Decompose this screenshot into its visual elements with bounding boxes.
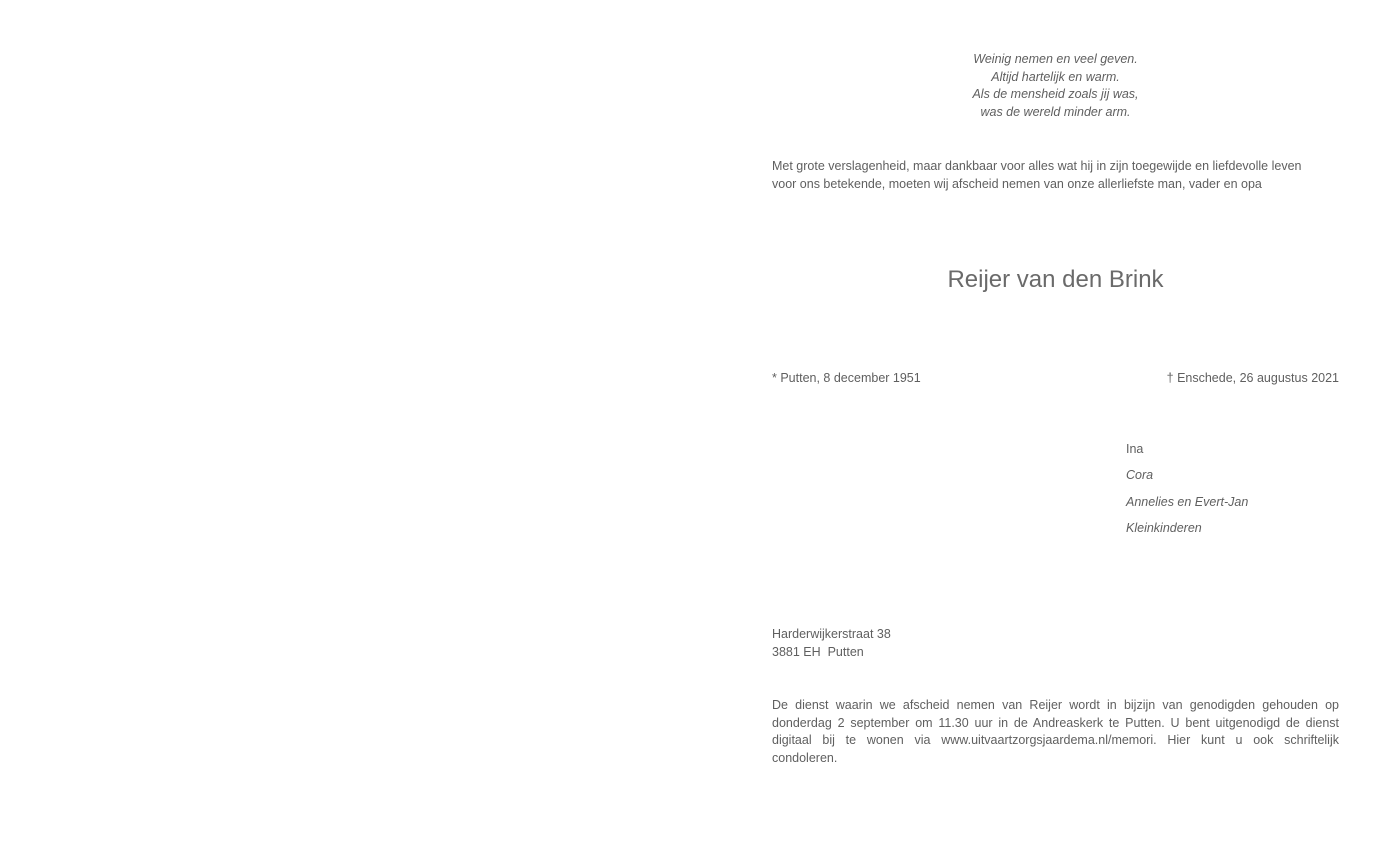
service-info: De dienst waarin we afscheid nemen van R… [772,697,1339,767]
poem-line: Altijd hartelijk en warm. [991,69,1120,84]
family-member: Kleinkinderen [1126,520,1202,535]
family-member: Ina [1126,442,1144,456]
intro-line: voor ons betekende, moeten wij afscheid … [772,176,1262,191]
service-line: condoleren. [772,750,838,765]
poem-line: Als de mensheid zoals jij was, [972,87,1139,102]
correspondence-address: Harderwijkerstraat 38 3881 EH Putten [772,625,891,661]
address-postal-city: 3881 EH Putten [772,645,864,659]
family-member: Cora [1126,468,1154,483]
family-member: Annelies en Evert-Jan [1126,494,1249,509]
obituary-card: Weinig nemen en veel geven. Altijd harte… [772,0,1339,850]
family-list: Ina Cora Annelies en Evert-Jan Kleinkind… [1126,440,1248,545]
deceased-name: Reijer van den Brink [947,266,1164,293]
service-line: De dienst waarin we afscheid nemen van R… [772,698,1339,712]
service-line: donderdag 2 september om 11.30 uur in de… [772,715,1339,730]
poem-line: was de wereld minder arm. [980,104,1131,119]
poem-line: Weinig nemen en veel geven. [973,52,1138,66]
death-info: † Enschede, 26 augustus 2021 [1166,371,1339,385]
intro-text: Met grote verslagenheid, maar dankbaar v… [772,158,1339,193]
intro-line: Met grote verslagenheid, maar dankbaar v… [772,159,1302,173]
birth-info: * Putten, 8 december 1951 [772,371,921,385]
poem: Weinig nemen en veel geven. Altijd harte… [772,51,1339,121]
address-street: Harderwijkerstraat 38 [772,627,891,641]
service-line: digitaal bij te wonen via www.uitvaartzo… [772,733,1339,748]
